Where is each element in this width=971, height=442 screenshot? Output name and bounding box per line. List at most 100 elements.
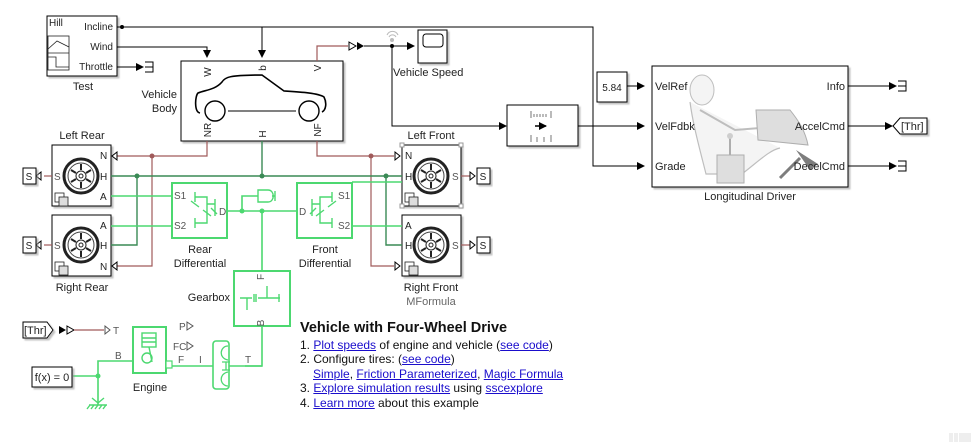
port-h: H	[100, 172, 107, 183]
engine-block[interactable]: B F Engine	[115, 326, 184, 394]
svg-text:S: S	[26, 172, 33, 183]
speed-to-converter-line	[391, 46, 507, 130]
s-output-right-front[interactable]: S	[461, 236, 491, 254]
port-f: F	[256, 274, 267, 280]
annotation-item: 2. Configure tires: (see code)	[300, 352, 563, 367]
port-incline: Incline	[84, 22, 113, 33]
port-wind: Wind	[90, 42, 113, 53]
port-h: H	[258, 130, 269, 137]
example-annotation: Vehicle with Four-Wheel Drive 1. Plot sp…	[300, 321, 563, 410]
link-simple[interactable]: Simple	[313, 366, 350, 381]
item-number: 2.	[300, 352, 314, 366]
link-sscexplore[interactable]: sscexplore	[485, 381, 543, 395]
link-friction-parameterized[interactable]: Friction Parameterized	[356, 366, 478, 381]
v-physical-line	[316, 45, 348, 61]
inertia-icon	[257, 189, 276, 203]
link-plot-speeds[interactable]: Plot speeds	[313, 337, 377, 352]
port-w: W	[203, 67, 214, 77]
torque-converter-block[interactable]	[212, 340, 230, 390]
port-accelcmd: AccelCmd	[795, 121, 845, 133]
annotation-item: Simple, Friction Parameterized, Magic Fo…	[300, 367, 563, 382]
engine-label: Engine	[133, 382, 167, 394]
s-output-left-front[interactable]: S	[461, 167, 491, 185]
car-icon	[194, 74, 327, 122]
engine-piston-icon	[141, 332, 157, 364]
constant-value: 5.84	[602, 83, 622, 94]
from-thr-block[interactable]: [Thr]	[22, 321, 54, 339]
port-n: N	[100, 262, 107, 273]
gear-icon	[240, 286, 280, 310]
nr-line	[117, 141, 208, 157]
item-number: 1.	[300, 337, 314, 352]
terminator-icon	[898, 80, 907, 92]
annotation-item: 1. Plot speeds of engine and vehicle (se…	[300, 338, 563, 353]
port-b: B	[256, 319, 267, 326]
port-s2: S2	[174, 221, 187, 232]
item-number: 3.	[300, 381, 314, 395]
vehicle-body-block[interactable]: W b V NR H NF Vehicle Body	[142, 60, 344, 142]
link-see-code[interactable]: see code	[402, 352, 451, 366]
nr-line-right-rear	[117, 156, 153, 267]
left-front-tire-block[interactable]: N H S Left Front	[399, 130, 464, 209]
signal-logging-icon	[386, 30, 399, 42]
port-t: T	[245, 355, 251, 366]
terminator-icon	[145, 61, 154, 73]
solver-config-block[interactable]: f(x) = 0	[31, 366, 73, 388]
front-diff-label-2: Differential	[299, 258, 351, 270]
front-differential-block[interactable]: D S1 S2 Front Differential	[296, 182, 353, 270]
gearbox-block[interactable]: F B Gearbox	[188, 270, 291, 327]
rear-differential-block[interactable]: S1 S2 D Rear Differential	[171, 182, 228, 270]
link-magic-formula[interactable]: Magic Formula	[483, 366, 564, 381]
svg-text:FC: FC	[173, 342, 186, 353]
annotation-title: Vehicle with Four-Wheel Drive	[300, 320, 508, 336]
link-explore-simulation-results[interactable]: Explore simulation results	[313, 381, 451, 395]
longitudinal-driver-block[interactable]: VelRef VelFdbk Grade Info AccelCmd Decel…	[651, 65, 849, 203]
right-rear-tire-block[interactable]: A H N S Right Rear	[51, 214, 112, 294]
torque-converter-icon	[220, 345, 230, 387]
port-n: N	[100, 151, 107, 162]
nf-line	[316, 141, 394, 157]
test-label: Test	[73, 81, 93, 93]
port-h: H	[100, 241, 107, 252]
port-b: B	[115, 351, 122, 362]
port-s1: S1	[174, 191, 187, 202]
hub-line-right-rear	[111, 176, 138, 246]
right-rear-label: Right Rear	[56, 282, 109, 294]
port-velfdbk: VelFdbk	[655, 121, 695, 133]
port-i: I	[199, 355, 202, 366]
hill-signal-icon	[47, 35, 70, 71]
left-rear-tire-block[interactable]: N H A S Left Rear	[51, 130, 112, 207]
svg-text:P: P	[179, 322, 186, 333]
port-velref: VelRef	[655, 81, 688, 93]
annotation-text: ,	[477, 366, 484, 381]
vehicle-speed-label: Vehicle Speed	[393, 67, 463, 79]
link-learn-more[interactable]: Learn more	[313, 395, 375, 410]
left-rear-label: Left Rear	[59, 130, 105, 142]
p-output: P	[179, 321, 194, 333]
annotation-text: of engine and vehicle (	[376, 337, 501, 352]
vehicle-speed-scope[interactable]: Vehicle Speed	[393, 29, 463, 79]
right-front-variant-label: MFormula	[406, 296, 456, 308]
driver-icon	[689, 74, 818, 184]
goto-thr-label: [Thr]	[901, 121, 924, 133]
port-d: D	[299, 207, 306, 218]
port-info: Info	[827, 81, 845, 93]
test-block[interactable]: Hill Incline Wind Throttle Test	[46, 15, 118, 93]
port-a: A	[100, 192, 107, 203]
inertia-line	[241, 195, 258, 211]
link-see-code[interactable]: see code	[500, 337, 549, 352]
unit-conversion-block[interactable]	[506, 104, 579, 147]
s-output-left-rear[interactable]: S	[22, 167, 52, 185]
zoom-controls[interactable]	[949, 433, 971, 442]
right-front-label: Right Front	[404, 282, 458, 294]
port-n: N	[405, 151, 412, 162]
right-front-tire-block[interactable]: A H S Right Front MFormula	[401, 214, 462, 308]
s-output-right-rear[interactable]: S	[22, 236, 52, 254]
vehicle-body-label-1: Vehicle	[142, 89, 177, 101]
port-decelcmd: DecelCmd	[794, 161, 845, 173]
annotation-text: Configure tires: (	[313, 352, 403, 366]
goto-thr-block[interactable]: [Thr]	[892, 117, 928, 135]
port-a: A	[100, 221, 107, 232]
annotation-text: )	[548, 337, 553, 352]
constant-block[interactable]: 5.84	[596, 71, 628, 103]
